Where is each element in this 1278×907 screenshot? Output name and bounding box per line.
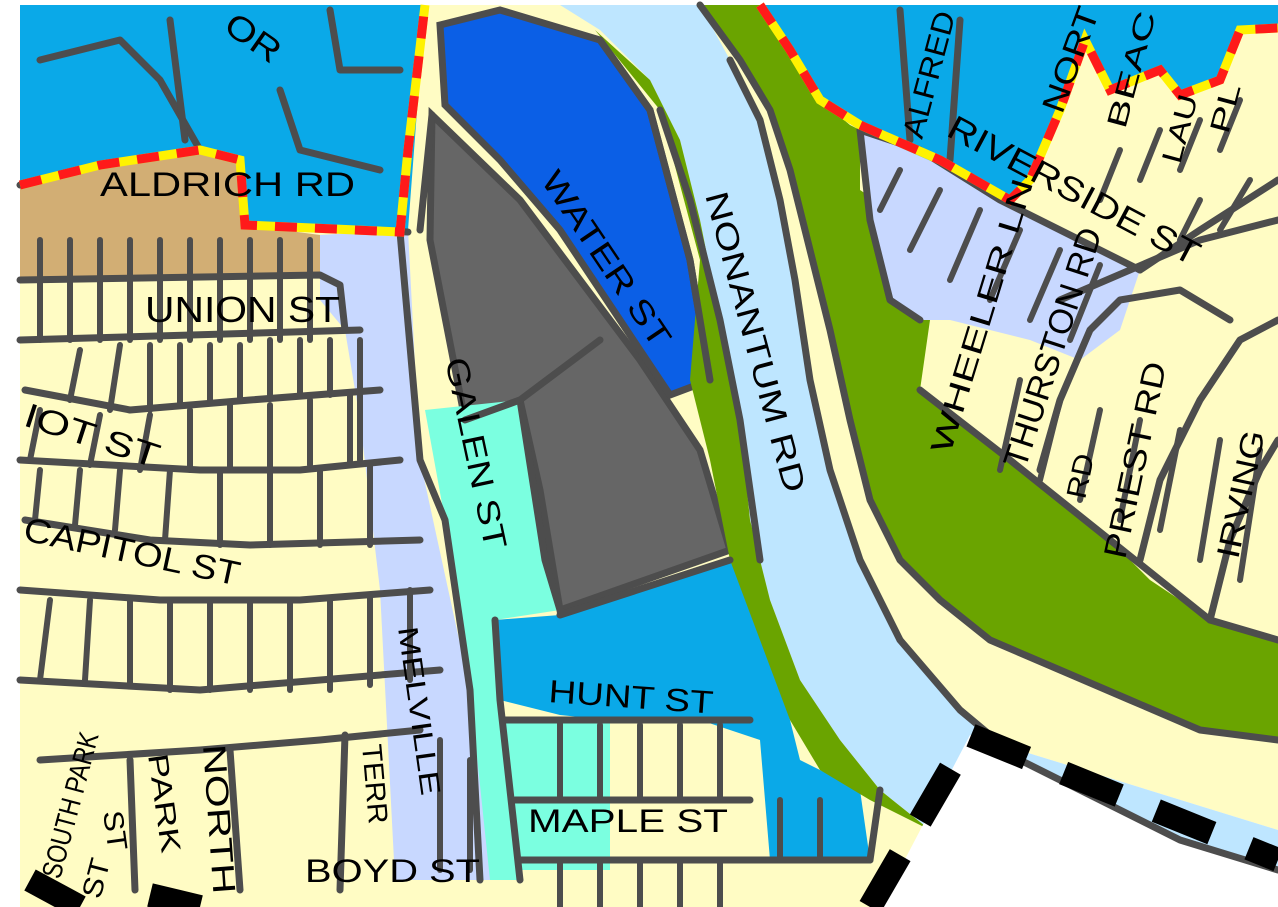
outside-area-southeast (880, 735, 1278, 907)
city-boundary-black (24, 719, 1278, 907)
darkblue-zone (436, 6, 714, 400)
tan-zone (20, 150, 320, 280)
label-union-st: UNION ST (145, 289, 340, 330)
label-aldrich-rd: ALDRICH RD (100, 166, 355, 204)
blue-zone-northwest (20, 5, 425, 230)
lot-lines (27, 97, 1263, 907)
label-st-park: ST (97, 809, 133, 853)
aqua-zone (425, 400, 560, 880)
label-boyd-st: BOYD ST (305, 853, 480, 889)
label-terr: TERR (356, 743, 394, 825)
label-maple-st: MAPLE ST (528, 803, 728, 839)
lightblue-zone-wheeler (860, 130, 1140, 360)
river (560, 5, 1278, 907)
blue-zone-hunt (495, 560, 870, 860)
town-boundary-red (18, 2, 1278, 237)
park-east (700, 5, 1278, 740)
blue-zone-northeast (760, 5, 1278, 200)
